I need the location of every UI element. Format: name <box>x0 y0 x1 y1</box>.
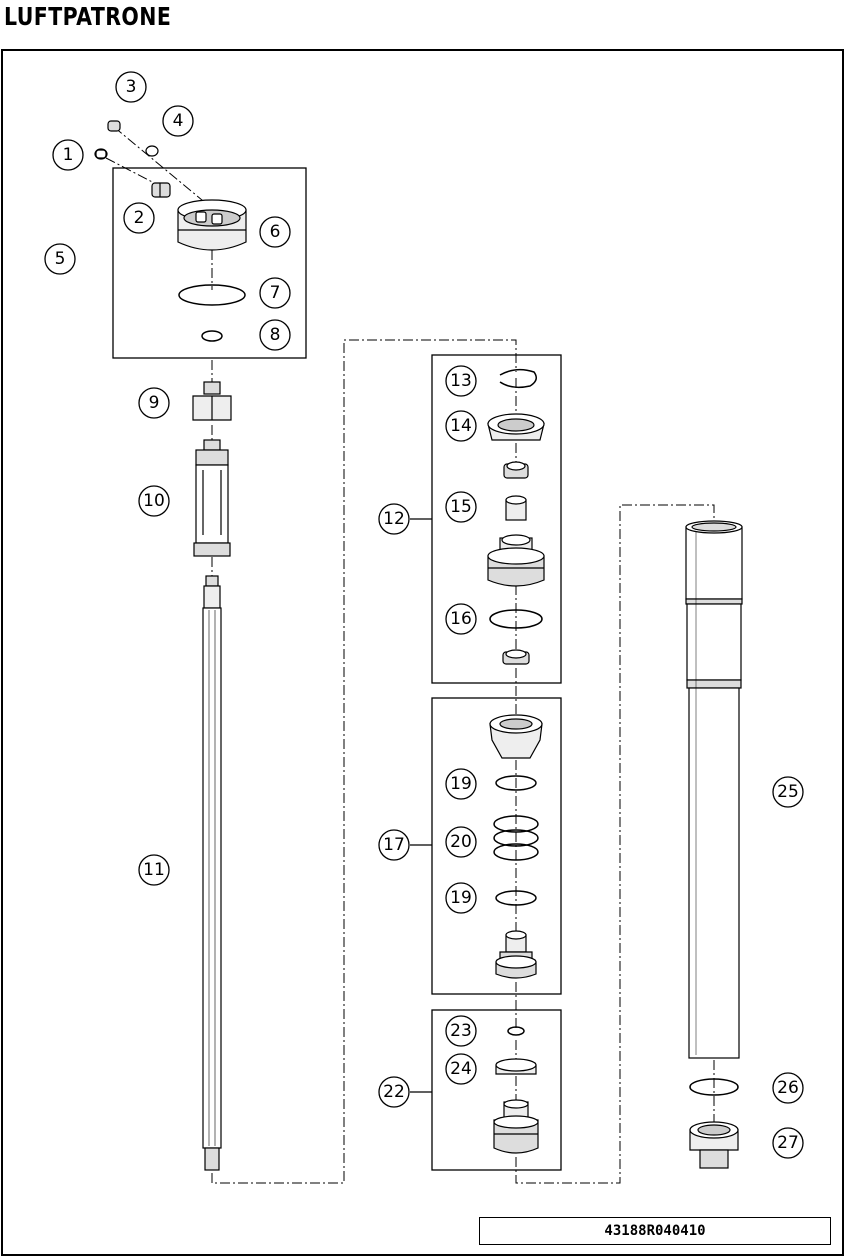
part-2-valve <box>151 182 171 198</box>
part-1-valve-cap <box>94 148 108 160</box>
label-2: 2 <box>123 202 155 234</box>
svg-text:10: 10 <box>143 491 165 511</box>
label-19-lower: 19 <box>445 882 477 914</box>
label-15: 15 <box>445 491 477 523</box>
page-title: LUFTPATRONE <box>4 2 172 31</box>
group-box-17 <box>431 697 562 995</box>
group-box-22 <box>431 1009 562 1171</box>
diagram-frame <box>1 49 844 1256</box>
part-24-band <box>495 1058 537 1075</box>
svg-text:13: 13 <box>450 371 472 391</box>
label-24: 24 <box>445 1053 477 1085</box>
part-20-spring <box>493 815 539 861</box>
svg-text:27: 27 <box>777 1133 799 1153</box>
part-12-piston <box>487 534 545 587</box>
svg-text:8: 8 <box>270 325 281 345</box>
svg-text:6: 6 <box>270 222 281 242</box>
part-25-outer-tube <box>685 520 743 1059</box>
diagram-code: 43188R040410 <box>479 1217 831 1245</box>
part-14-seal <box>487 413 545 441</box>
label-1: 1 <box>52 139 84 171</box>
label-19-upper: 19 <box>445 768 477 800</box>
label-16: 16 <box>445 603 477 635</box>
label-14: 14 <box>445 410 477 442</box>
part-15-sleeve <box>505 495 527 521</box>
svg-text:5: 5 <box>55 249 66 269</box>
part-23-ring <box>507 1026 525 1036</box>
part-19-ring-lower <box>495 890 537 906</box>
svg-text:16: 16 <box>450 609 472 629</box>
part-27-end-cap <box>689 1121 739 1169</box>
part-9-nut <box>192 381 232 421</box>
label-17: 17 <box>378 829 410 861</box>
part-3-screw <box>107 120 121 132</box>
svg-text:12: 12 <box>383 509 405 529</box>
group-box-top-cap <box>112 167 307 359</box>
label-25: 25 <box>772 776 804 808</box>
part-7-o-ring <box>178 284 246 306</box>
svg-text:3: 3 <box>126 77 137 97</box>
label-23: 23 <box>445 1015 477 1047</box>
label-22: 22 <box>378 1076 410 1108</box>
part-13-clip <box>499 368 537 389</box>
part-11-tube <box>202 575 222 1171</box>
part-10-bushing <box>193 439 231 557</box>
part-26-o-ring <box>689 1078 739 1096</box>
part-19-ring-upper <box>495 775 537 791</box>
part-16-o-ring <box>489 609 543 629</box>
svg-text:25: 25 <box>777 782 799 802</box>
svg-text:24: 24 <box>450 1059 472 1079</box>
label-5: 5 <box>44 243 76 275</box>
svg-text:20: 20 <box>450 832 472 852</box>
label-9: 9 <box>138 387 170 419</box>
svg-text:1: 1 <box>63 145 74 165</box>
svg-text:11: 11 <box>143 860 165 880</box>
svg-text:7: 7 <box>270 283 281 303</box>
part-6-top-cap <box>177 199 247 251</box>
svg-text:9: 9 <box>149 393 160 413</box>
part-12-bearing <box>503 461 529 479</box>
label-6: 6 <box>259 216 291 248</box>
label-11: 11 <box>138 854 170 886</box>
label-27: 27 <box>772 1127 804 1159</box>
svg-text:17: 17 <box>383 835 405 855</box>
svg-text:26: 26 <box>777 1078 799 1098</box>
group-leaders <box>410 518 432 1093</box>
part-17-cap <box>489 714 543 759</box>
part-4-o-ring <box>145 145 159 157</box>
label-26: 26 <box>772 1072 804 1104</box>
svg-text:19: 19 <box>450 774 472 794</box>
svg-text:19: 19 <box>450 888 472 908</box>
svg-text:2: 2 <box>134 208 145 228</box>
svg-text:23: 23 <box>450 1021 472 1041</box>
label-3: 3 <box>115 71 147 103</box>
svg-text:14: 14 <box>450 416 472 436</box>
label-7: 7 <box>259 277 291 309</box>
svg-text:15: 15 <box>450 497 472 517</box>
label-12: 12 <box>378 503 410 535</box>
part-22-valve <box>493 1099 539 1154</box>
label-8: 8 <box>259 319 291 351</box>
part-17-base <box>495 930 537 979</box>
part-12-small-seal <box>502 649 530 665</box>
svg-text:4: 4 <box>173 111 184 131</box>
label-4: 4 <box>162 105 194 137</box>
svg-text:22: 22 <box>383 1082 405 1102</box>
part-8-ring <box>201 330 223 342</box>
label-13: 13 <box>445 365 477 397</box>
label-20: 20 <box>445 826 477 858</box>
label-10: 10 <box>138 485 170 517</box>
connection-lines <box>105 126 715 1184</box>
